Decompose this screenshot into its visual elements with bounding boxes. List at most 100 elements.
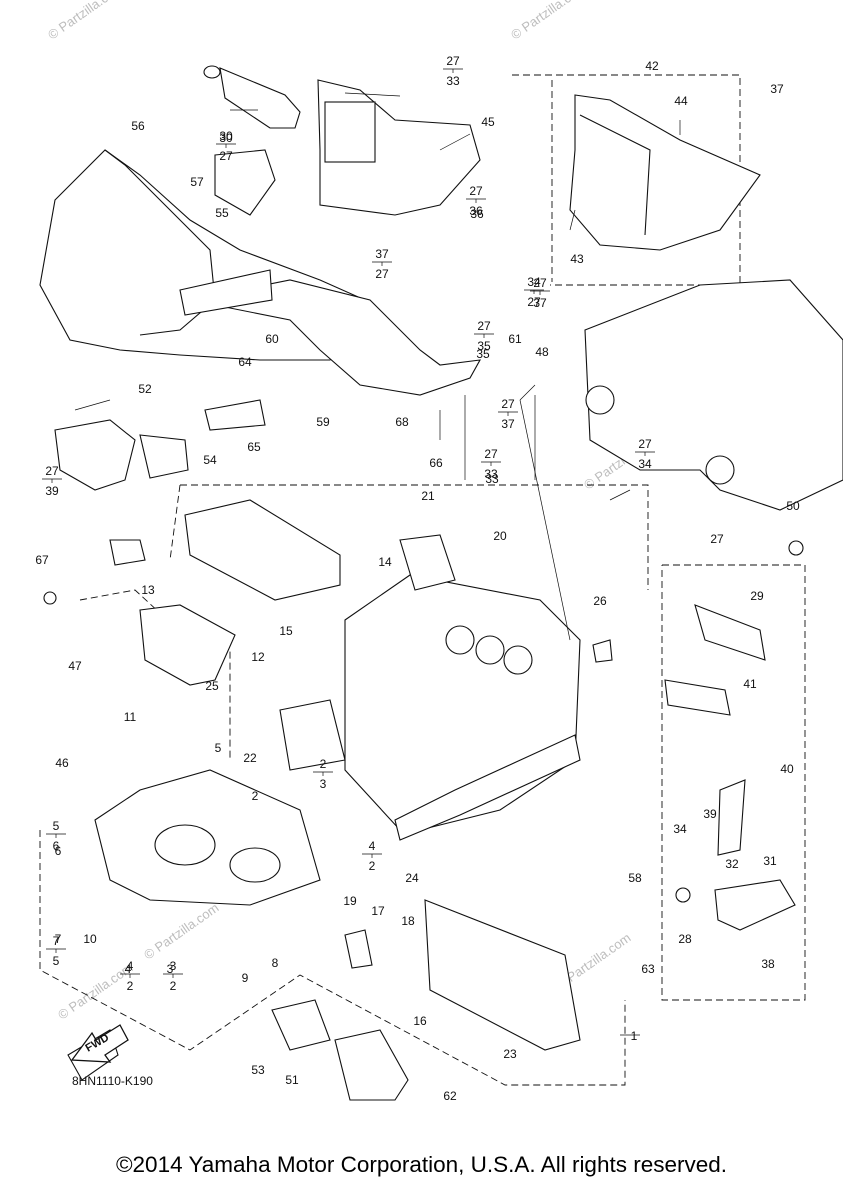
callout-7: 7	[55, 932, 62, 946]
kit-bottom-number: 27	[219, 149, 233, 163]
callout-34: 34	[673, 822, 687, 836]
kit-bracket-line	[163, 973, 183, 978]
kit-bottom-number: 36	[469, 204, 483, 218]
kit-bottom-number: 34	[638, 457, 652, 471]
callout-44: 44	[674, 94, 688, 108]
callout-47: 47	[68, 659, 82, 673]
callout-36: 36	[470, 207, 484, 221]
callout-43: 43	[570, 252, 584, 266]
kit-bracket-line	[42, 478, 62, 483]
kit-top-number: 27	[45, 464, 59, 478]
callout-23: 23	[503, 1047, 517, 1061]
callout-12: 12	[251, 650, 265, 664]
watermark-text: © Partzilla.com	[141, 900, 221, 963]
kit-bracket-line	[313, 771, 333, 776]
kit-bracket-line	[443, 68, 463, 73]
callout-52: 52	[138, 382, 152, 396]
kit-bracket-line	[481, 461, 501, 466]
kit-bottom-number: 3	[320, 777, 327, 791]
kit-top-number: 30	[219, 129, 233, 143]
kit-top-number: 4	[127, 959, 134, 973]
callout-18: 18	[401, 914, 415, 928]
kit-bracket-line	[46, 948, 66, 953]
kit-bracket: 32	[163, 959, 183, 993]
callout-40: 40	[780, 762, 794, 776]
kit-top-number: 27	[638, 437, 652, 451]
watermark-text: © Partzilla.com	[55, 960, 135, 1023]
callout-6: 6	[55, 844, 62, 858]
callout-24: 24	[405, 871, 419, 885]
callout-56: 56	[131, 119, 145, 133]
callout-8: 8	[272, 956, 279, 970]
callout-22: 22	[243, 751, 257, 765]
kit-bracket-line	[362, 853, 382, 858]
callout-5: 5	[215, 741, 222, 755]
kit-bracket-line	[120, 973, 140, 978]
kit-top-number: 27	[533, 276, 547, 290]
watermark-text: © Partzilla.com	[45, 0, 125, 42]
kit-bottom-number: 27	[375, 267, 389, 281]
bottom-parts	[67, 899, 581, 1101]
callout-61: 61	[508, 332, 522, 346]
callout-4: 4	[125, 962, 132, 976]
kit-bottom-number: 35	[477, 339, 491, 353]
kit-top-number: 27	[501, 397, 515, 411]
kit-bracket: 42	[362, 839, 382, 873]
kit-bracket: 75	[46, 934, 66, 968]
callout-21: 21	[421, 489, 435, 503]
kit-bracket: 42	[120, 959, 140, 993]
callout-42: 42	[645, 59, 659, 73]
callout-19: 19	[343, 894, 357, 908]
callout-27: 27	[710, 532, 724, 546]
kit-bottom-number: 6	[53, 839, 60, 853]
callout-11: 11	[124, 710, 137, 724]
callout-63: 63	[641, 962, 655, 976]
upper-right-frame	[569, 94, 843, 511]
callout-31: 31	[763, 854, 777, 868]
kit-bracket-labels: 2733302727363727273527372733342727372734…	[42, 54, 655, 993]
callout-29: 29	[750, 589, 764, 603]
main-chassis	[94, 499, 581, 906]
callout-2: 2	[252, 789, 259, 803]
callout-68: 68	[395, 415, 409, 429]
callout-10: 10	[83, 932, 97, 946]
kit-bracket-line	[474, 333, 494, 338]
kit-top-number: 27	[484, 447, 498, 461]
kit-bracket: 56	[46, 819, 66, 853]
callout-14: 14	[378, 555, 392, 569]
callout-28: 28	[678, 932, 692, 946]
callout-55: 55	[215, 206, 229, 220]
callout-20: 20	[493, 529, 507, 543]
callout-51: 51	[285, 1073, 299, 1087]
callout-50: 50	[786, 499, 800, 513]
kit-top-number: 3	[170, 959, 177, 973]
callout-33: 33	[485, 472, 499, 486]
kit-top-number: 37	[375, 247, 389, 261]
callout-54: 54	[203, 453, 217, 467]
callout-46: 46	[55, 756, 69, 770]
kit-bottom-number: 27	[527, 295, 541, 309]
kit-bottom-number: 33	[484, 467, 498, 481]
callout-67: 67	[35, 553, 49, 567]
kit-bottom-number: 39	[45, 484, 59, 498]
kit-top-number: 27	[469, 184, 483, 198]
kit-bottom-number: 37	[533, 296, 547, 310]
callout-48: 48	[535, 345, 549, 359]
kit-top-number: 2	[320, 757, 327, 771]
callout-59: 59	[316, 415, 330, 429]
callout-25: 25	[205, 679, 219, 693]
kit-bracket-line	[466, 198, 486, 203]
kit-bracket-line	[216, 143, 236, 148]
kit-bracket-line	[635, 451, 655, 456]
kit-bracket-line	[46, 833, 66, 838]
kit-bottom-number: 33	[446, 74, 460, 88]
kit-bracket-line	[372, 261, 392, 266]
fwd-arrow-icon: FWD	[70, 1024, 129, 1063]
